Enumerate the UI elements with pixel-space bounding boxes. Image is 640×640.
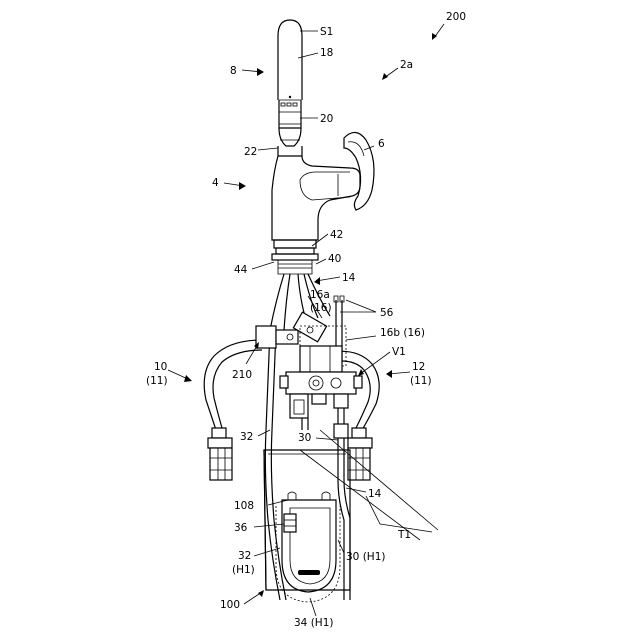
label-14-bottom: 14 <box>368 488 382 500</box>
label-30-h1: 30 (H1) <box>346 551 385 563</box>
label-108: 108 <box>234 500 254 512</box>
label-40: 40 <box>328 253 341 265</box>
label-200: 200 <box>446 11 466 23</box>
label-v1: V1 <box>392 346 406 358</box>
label-18: 18 <box>320 47 333 59</box>
label-14-top: 14 <box>342 272 356 284</box>
label-22: 22 <box>244 146 257 158</box>
label-16b: 16b (16) <box>380 327 425 339</box>
label-11-left: (11) <box>146 375 168 387</box>
label-10: 10 <box>154 361 167 373</box>
label-34-h1: 34 (H1) <box>294 617 333 629</box>
label-210: 210 <box>232 369 252 381</box>
left-hose-10 <box>204 340 262 480</box>
label-16a: 16a <box>310 289 330 301</box>
label-36: 36 <box>234 522 248 534</box>
label-12: 12 <box>412 361 425 373</box>
container-100 <box>264 450 350 602</box>
label-42: 42 <box>330 229 343 241</box>
label-16: (16) <box>310 302 332 314</box>
label-s1: S1 <box>320 26 333 38</box>
label-t1: T1 <box>397 529 411 541</box>
label-44: 44 <box>234 264 248 276</box>
label-30: 30 <box>298 432 311 444</box>
label-8: 8 <box>230 65 237 77</box>
label-2a: 2a <box>400 59 413 71</box>
label-32-h1: (H1) <box>232 564 255 576</box>
label-6: 6 <box>378 138 385 150</box>
label-11-right: (11) <box>410 375 432 387</box>
label-32-h1-number: 32 <box>238 550 251 562</box>
label-4: 4 <box>212 177 219 189</box>
label-32: 32 <box>240 431 253 443</box>
label-100: 100 <box>220 599 240 611</box>
label-20: 20 <box>320 113 333 125</box>
label-56: 56 <box>380 307 394 319</box>
